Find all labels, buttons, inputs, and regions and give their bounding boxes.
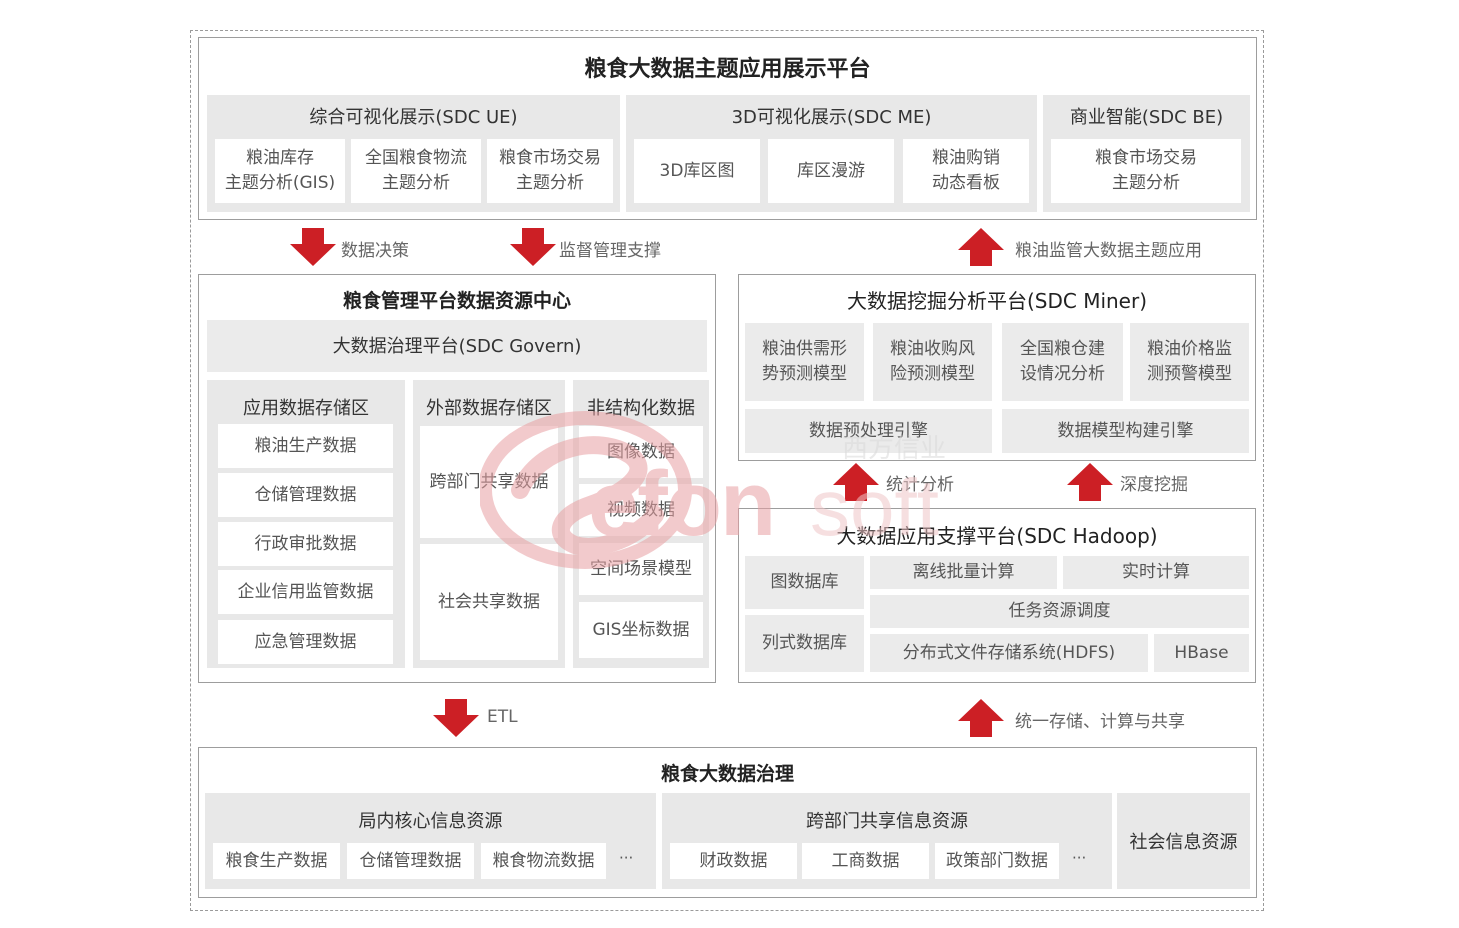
hadoop-title: 大数据应用支撑平台(SDC Hadoop) bbox=[836, 524, 1158, 548]
group-me-title: 3D可视化展示(SDC ME) bbox=[731, 107, 932, 128]
card-market-trade: 粮食市场交易 主题分析 bbox=[487, 139, 613, 203]
label-theme-app: 粮油监管大数据主题应用 bbox=[1015, 241, 1202, 261]
group-be: 商业智能(SDC BE) 粮食市场交易 主题分析 bbox=[1043, 95, 1250, 212]
label-decision: 数据决策 bbox=[341, 241, 409, 261]
group-ue-title: 综合可视化展示(SDC UE) bbox=[309, 107, 518, 128]
arrow-down-decision bbox=[290, 228, 336, 266]
item-storage-management: 仓储管理数据 bbox=[218, 473, 393, 517]
cross-dept-resources-title: 跨部门共享信息资源 bbox=[806, 811, 968, 832]
item-emergency-management: 应急管理数据 bbox=[218, 620, 393, 664]
arrow-up-theme-app bbox=[958, 228, 1004, 266]
engine-model-build: 数据模型构建引擎 bbox=[1002, 409, 1249, 453]
cross-dept-resources: 跨部门共享信息资源 财政数据 工商数据 政策部门数据 ··· bbox=[662, 793, 1112, 889]
group-me: 3D可视化展示(SDC ME) 3D库区图 库区漫游 粮油购销 动态看板 bbox=[626, 95, 1037, 212]
model-purchase-risk: 粮油收购风 险预测模型 bbox=[873, 323, 992, 401]
arrow-up-deep-mining bbox=[1067, 463, 1113, 501]
label-supervision: 监督管理支撑 bbox=[559, 241, 661, 261]
item-cross-dept-share: 跨部门共享数据 bbox=[420, 426, 558, 538]
hadoop-platform: 大数据应用支撑平台(SDC Hadoop) 图数据库 列式数据库 离线批量计算 … bbox=[738, 508, 1256, 683]
item-commerce-data: 工商数据 bbox=[802, 843, 929, 879]
card-bi-market-trade: 粮食市场交易 主题分析 bbox=[1051, 139, 1241, 203]
label-deep-mining: 深度挖掘 bbox=[1120, 475, 1188, 495]
engine-preprocess: 数据预处理引擎 bbox=[745, 409, 992, 453]
label-unified: 统一存储、计算与共享 bbox=[1015, 712, 1185, 732]
hbase: HBase bbox=[1154, 634, 1249, 672]
app-data-store-title: 应用数据存储区 bbox=[243, 398, 369, 419]
external-data-store: 外部数据存储区 跨部门共享数据 社会共享数据 bbox=[413, 380, 565, 668]
outer-frame bbox=[190, 30, 1264, 911]
governance-platform: 粮食大数据治理 局内核心信息资源 粮食生产数据 仓储管理数据 粮食物流数据 ··… bbox=[198, 747, 1257, 898]
group-be-title: 商业智能(SDC BE) bbox=[1069, 107, 1224, 128]
internal-resources-title: 局内核心信息资源 bbox=[358, 811, 503, 832]
external-data-store-title: 外部数据存储区 bbox=[426, 398, 552, 419]
card-grain-oil-stock: 粮油库存 主题分析(GIS) bbox=[215, 139, 345, 203]
arrow-up-stat bbox=[833, 463, 879, 501]
top-platform: 粮食大数据主题应用展示平台 综合可视化展示(SDC UE) 粮油库存 主题分析(… bbox=[198, 37, 1257, 220]
item-grain-production: 粮食生产数据 bbox=[213, 843, 340, 879]
more-cross-ellipsis: ··· bbox=[1072, 849, 1087, 867]
card-area-roaming: 库区漫游 bbox=[768, 139, 894, 203]
group-ue: 综合可视化展示(SDC UE) 粮油库存 主题分析(GIS) 全国粮食物流 主题… bbox=[207, 95, 620, 212]
social-resources-title: 社会信息资源 bbox=[1129, 832, 1238, 853]
resource-center-title: 粮食管理平台数据资源中心 bbox=[342, 290, 571, 312]
realtime-compute: 实时计算 bbox=[1063, 556, 1249, 589]
model-supply-demand: 粮油供需形 势预测模型 bbox=[745, 323, 864, 401]
card-3d-area: 3D库区图 bbox=[634, 139, 760, 203]
offline-batch-compute: 离线批量计算 bbox=[870, 556, 1057, 589]
item-finance-data: 财政数据 bbox=[670, 843, 797, 879]
item-storage-data: 仓储管理数据 bbox=[347, 843, 474, 879]
social-resources: 社会信息资源 bbox=[1117, 793, 1250, 889]
app-data-store: 应用数据存储区 粮油生产数据 仓储管理数据 行政审批数据 企业信用监管数据 应急… bbox=[207, 380, 405, 668]
item-admin-approval: 行政审批数据 bbox=[218, 522, 393, 566]
card-purchase-sales-board: 粮油购销 动态看板 bbox=[903, 139, 1029, 203]
label-stat: 统计分析 bbox=[886, 475, 954, 495]
item-image-data: 图像数据 bbox=[579, 426, 703, 478]
top-platform-title: 粮食大数据主题应用展示平台 bbox=[584, 57, 871, 82]
item-logistics-data: 粮食物流数据 bbox=[481, 843, 606, 879]
item-grain-oil-production: 粮油生产数据 bbox=[218, 424, 393, 468]
resource-center: 粮食管理平台数据资源中心 大数据治理平台(SDC Govern) 应用数据存储区… bbox=[198, 274, 716, 683]
card-national-logistics: 全国粮食物流 主题分析 bbox=[351, 139, 481, 203]
arrow-down-etl bbox=[433, 699, 479, 737]
model-price-warning: 粮油价格监 测预警模型 bbox=[1130, 323, 1249, 401]
task-scheduling: 任务资源调度 bbox=[870, 595, 1249, 628]
item-policy-dept-data: 政策部门数据 bbox=[935, 843, 1059, 879]
unstructured-data: 非结构化数据 图像数据 视频数据 空间场景模型 GIS坐标数据 bbox=[573, 380, 709, 668]
governance-title: 粮食大数据治理 bbox=[660, 763, 794, 785]
column-database: 列式数据库 bbox=[745, 615, 864, 672]
graph-database: 图数据库 bbox=[745, 556, 864, 609]
miner-title: 大数据挖掘分析平台(SDC Miner) bbox=[846, 289, 1148, 313]
internal-resources: 局内核心信息资源 粮食生产数据 仓储管理数据 粮食物流数据 ··· bbox=[205, 793, 656, 889]
item-video-data: 视频数据 bbox=[579, 484, 703, 536]
arrow-down-supervision bbox=[510, 228, 556, 266]
miner-platform: 大数据挖掘分析平台(SDC Miner) 粮油供需形 势预测模型 粮油收购风 险… bbox=[738, 274, 1256, 461]
item-spatial-model: 空间场景模型 bbox=[579, 543, 703, 595]
model-granary-construction: 全国粮仓建 设情况分析 bbox=[1002, 323, 1123, 401]
item-gis-coordinates: GIS坐标数据 bbox=[579, 602, 703, 658]
item-social-share: 社会共享数据 bbox=[420, 544, 558, 660]
label-etl: ETL bbox=[487, 707, 518, 727]
unstructured-data-title: 非结构化数据 bbox=[587, 398, 695, 419]
arrow-up-unified bbox=[958, 699, 1004, 737]
item-credit-supervision: 企业信用监管数据 bbox=[218, 570, 393, 614]
govern-platform: 大数据治理平台(SDC Govern) bbox=[207, 320, 707, 372]
hdfs: 分布式文件存储系统(HDFS) bbox=[870, 634, 1148, 672]
more-internal-ellipsis: ··· bbox=[619, 849, 634, 867]
